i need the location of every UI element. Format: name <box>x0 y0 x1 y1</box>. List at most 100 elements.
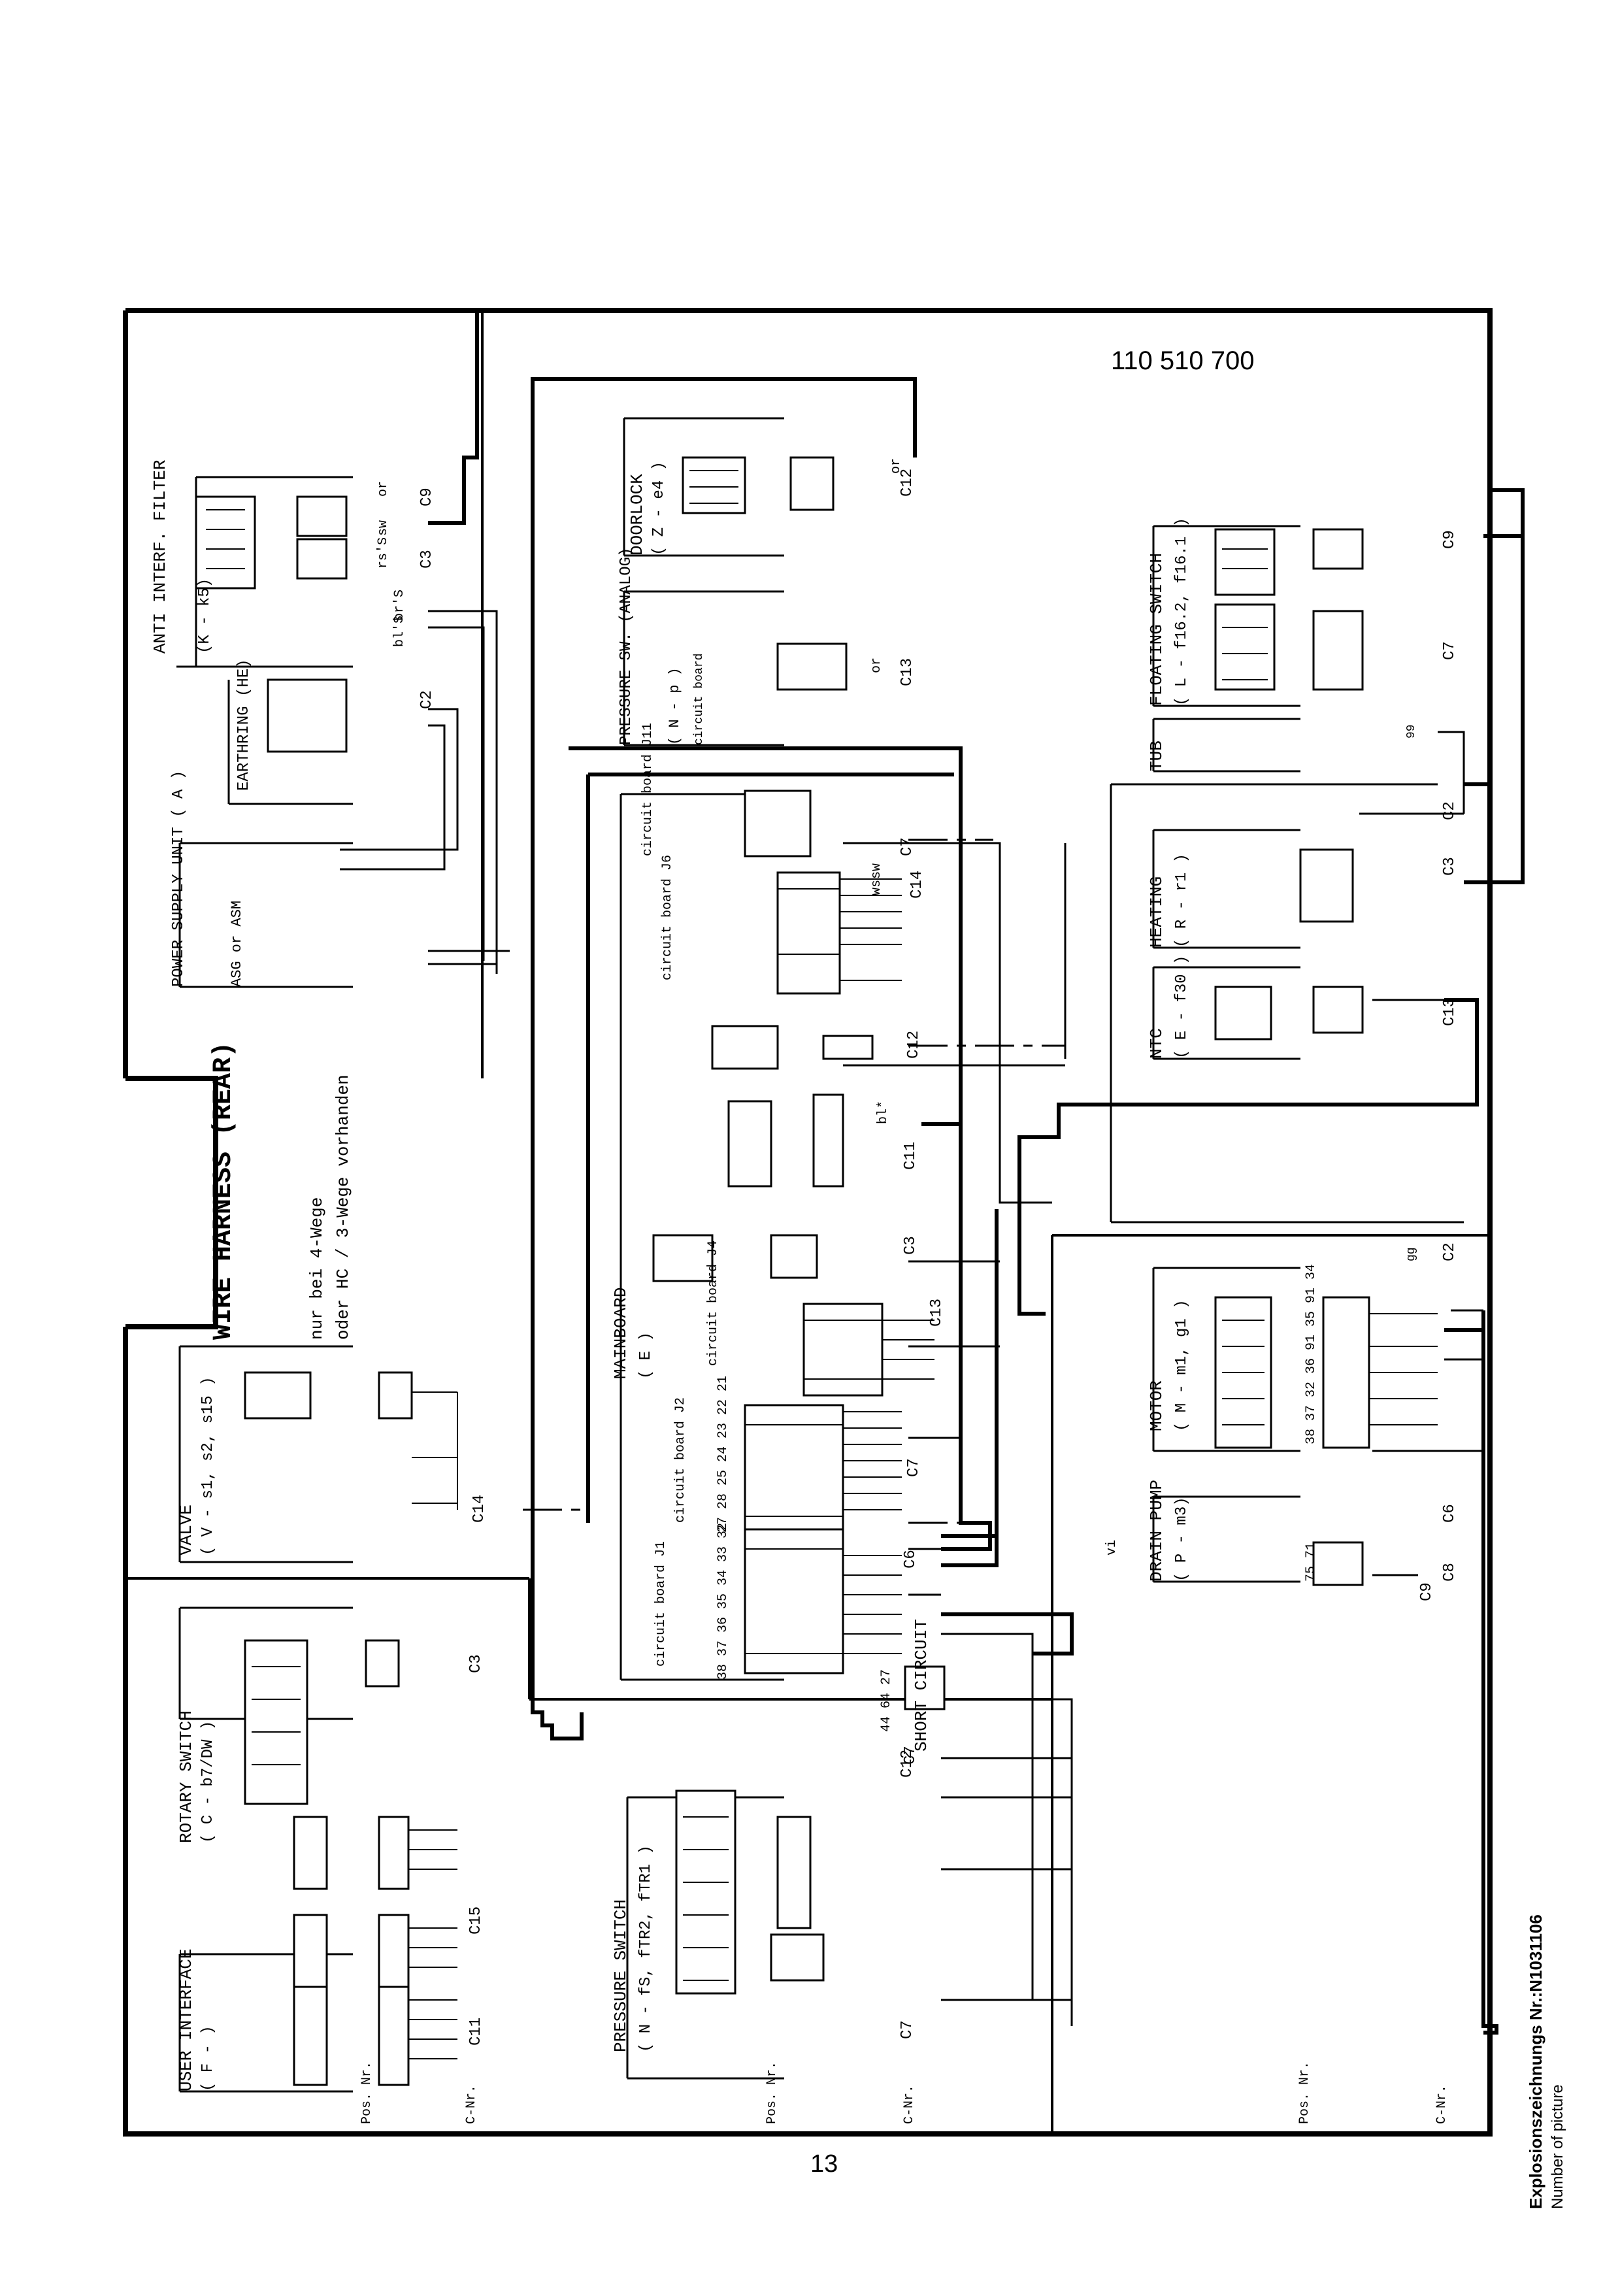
connector-c9-anti: C9 <box>418 488 436 507</box>
anti-interf-plug <box>195 495 256 590</box>
mainboard-c3-plug-b <box>770 1234 818 1279</box>
doorlock-title: DOORLOCK <box>627 474 647 556</box>
heating-title: HEATING <box>1147 876 1166 948</box>
connector-c13-valve: C14 <box>471 1494 488 1523</box>
motor-title: MOTOR <box>1147 1380 1166 1431</box>
connector-c14-ntc: C13 <box>1441 997 1459 1026</box>
connector-c14-press: C13 <box>899 657 916 686</box>
wire-sw-j6: sw <box>869 863 884 879</box>
ntc-c14-plug <box>1312 986 1364 1034</box>
main-harness-lines <box>428 310 1525 2035</box>
rotary-switch-plug <box>244 1639 308 1805</box>
wire-vi: vi <box>1104 1539 1119 1556</box>
floating-switch-plug-b <box>1214 603 1276 691</box>
connector-c6-j1: C6 <box>902 1550 919 1569</box>
j1-plug <box>744 1528 844 1674</box>
secondary-lines <box>340 610 1485 2026</box>
drain-pump-c8-plug <box>1312 1541 1364 1586</box>
pressure-switch-plug <box>675 1789 736 1995</box>
ui-c11-plug-b <box>378 1986 410 2086</box>
power-supply-subtitle: ASG or ASM <box>229 900 245 987</box>
connector-c15: C15 <box>467 1906 485 1935</box>
valve-c13-plug <box>378 1371 413 1420</box>
pos-nr-mid: Pos. Nr. <box>765 2061 780 2124</box>
outer-frame <box>122 308 1493 2137</box>
c-nr-left: C-Nr. <box>464 2084 479 2124</box>
wire-or-1: or <box>376 480 391 497</box>
valve-code: ( V - s1, s2, s15 ) <box>199 1376 217 1556</box>
j6-plug <box>776 871 841 995</box>
connector-c9-float: C9 <box>1441 530 1459 549</box>
pressure-switch-c7b-plug <box>770 1933 825 1982</box>
heating-code: ( R - r1 ) <box>1173 853 1191 948</box>
mainboard-c3-plug-a <box>652 1234 714 1282</box>
misc-plug-53 <box>711 1025 779 1070</box>
component-brackets <box>176 417 1300 2093</box>
j2-pins: 27 28 25 24 23 22 21 <box>716 1375 731 1533</box>
wire-harness-title: WIRE HARNESS (REAR) <box>209 1041 239 1340</box>
j4-plug <box>802 1303 884 1397</box>
board-j4: circuit board J4 <box>706 1240 721 1366</box>
user-interface-title: USER INTERFACE <box>176 1948 196 2091</box>
wire-99-tub: 99 <box>1405 724 1418 739</box>
valve-note-line2: oder HC / 3-Wege vorhanden <box>333 1074 353 1340</box>
wire-gg-motor: gg <box>1405 1247 1418 1261</box>
ui-c15-plug-a <box>293 1914 328 1988</box>
doorlock-plug <box>682 456 746 514</box>
connector-c2-tub: C2 <box>1441 801 1459 820</box>
board-j1: circuit board J1 <box>653 1540 669 1667</box>
wire-bl-star: bl* <box>876 1100 891 1124</box>
earthring-title: EARTHRING (HE) <box>235 659 253 791</box>
connector-c11-ui: C11 <box>467 2017 485 2046</box>
page-number: 13 <box>810 2150 838 2178</box>
anti-interf-c9-plug <box>296 495 348 537</box>
c-nr-mid: C-Nr. <box>902 2084 917 2124</box>
short-circuit-title: SHORT CIRCUIT <box>912 1619 931 1752</box>
c-nr-right: C-Nr. <box>1434 2084 1449 2124</box>
rotary-c15-plug-a <box>293 1816 328 1890</box>
motor-c6-plug <box>1322 1296 1370 1449</box>
rotary-c15-plug-b <box>378 1816 410 1890</box>
ntc-plug <box>1214 986 1272 1040</box>
board-j11: circuit board J11 <box>640 722 655 856</box>
floating-switch-title: FLOATING SWITCH <box>1147 552 1166 706</box>
floating-switch-code: ( L - f16.2, f16.1 ) <box>1173 517 1191 706</box>
valve-title: VALVE <box>176 1504 196 1556</box>
drain-pump-title: DRAIN PUMP <box>1147 1479 1166 1582</box>
connector-c3-mb: C3 <box>902 1236 919 1255</box>
drain-pump-pins: 75 71 <box>1304 1542 1319 1582</box>
pressure-switch-code: ( N - fS, fTR2, fTR1 ) <box>637 1845 655 2052</box>
doorlock-c12-plug <box>789 456 835 511</box>
earthring-plug <box>267 678 348 753</box>
short-circuit-pins: 44 64 27 <box>879 1669 894 1732</box>
rotary-switch-code: ( C - b7/DW ) <box>199 1720 217 1843</box>
connector-c9-pump: C9 <box>1418 1582 1436 1601</box>
mainboard-title: MAINBOARD <box>611 1287 631 1379</box>
connector-c7-j2: C7 <box>905 1458 923 1477</box>
ntc-title: NTC <box>1147 1028 1166 1059</box>
wire-ws-j6: ws <box>869 879 884 895</box>
j9-j13-plug <box>727 1100 772 1188</box>
pressure-analog-code: ( N - p ) <box>667 667 683 745</box>
misc-c12-plug <box>822 1035 874 1060</box>
connector-c6-motor: C6 <box>1441 1504 1459 1523</box>
pressure-switch-c7-plug <box>776 1816 812 1929</box>
connector-c11-mb: C11 <box>902 1141 919 1170</box>
ntc-code: ( E - f30 ) <box>1173 955 1191 1059</box>
connector-c7-float: C7 <box>1441 641 1459 660</box>
ui-c15-plug-b <box>378 1914 410 1988</box>
power-supply-title: POWER SUPPLY UNIT ( A ) <box>170 770 188 987</box>
mainboard-code: ( E ) <box>637 1331 655 1379</box>
floating-switch-plug-a <box>1214 528 1276 596</box>
connector-c7-ps: C7 <box>899 2020 916 2039</box>
connector-c2-motor: C2 <box>1441 1242 1459 1261</box>
board-j2: circuit board J2 <box>673 1397 688 1523</box>
connector-c12-misc: C12 <box>905 1030 923 1059</box>
floating-c7-plug <box>1312 610 1364 691</box>
connector-housings <box>195 456 1370 2086</box>
connector-c3-anti: C3 <box>418 550 436 569</box>
valve-bleach-plug <box>244 1371 312 1420</box>
connector-c8-pump: C8 <box>1441 1563 1459 1582</box>
pos-nr-left: Pos. Nr. <box>359 2061 374 2124</box>
